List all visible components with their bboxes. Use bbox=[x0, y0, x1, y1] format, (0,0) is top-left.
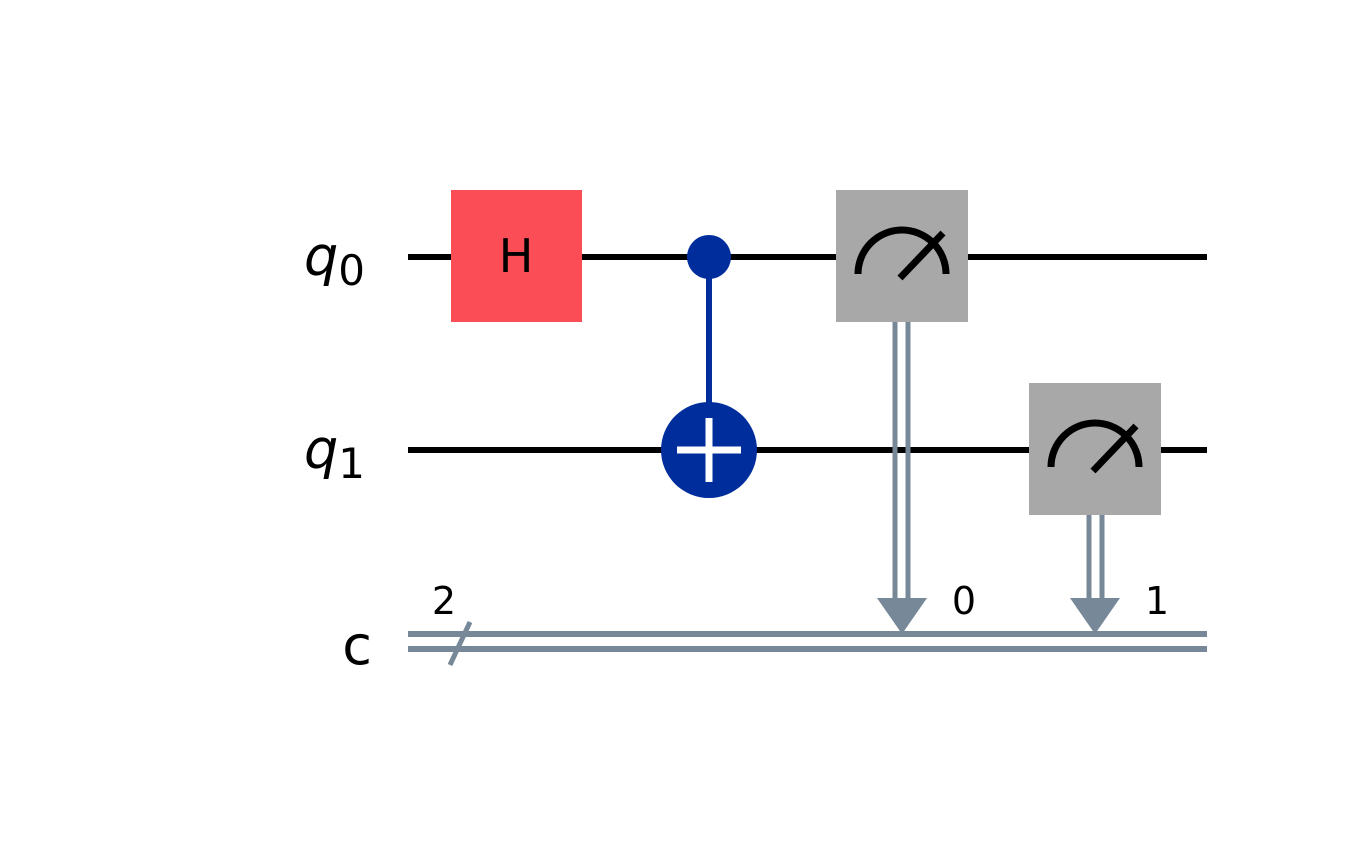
clbit-0-label: 0 bbox=[952, 579, 976, 623]
register-width-slash bbox=[447, 620, 473, 667]
meter-icon bbox=[1047, 419, 1143, 468]
svg-text:H: H bbox=[499, 229, 534, 283]
measure-gate-q1 bbox=[1029, 383, 1161, 515]
measure-gate-q0 bbox=[836, 190, 968, 322]
clbit-1-label: 1 bbox=[1145, 579, 1169, 623]
cnot-control-dot bbox=[687, 235, 731, 279]
measure-0-connector bbox=[877, 322, 927, 634]
cnot-gate bbox=[661, 235, 757, 498]
classical-register-label: c bbox=[342, 614, 372, 677]
qubit-0-label: q0 bbox=[304, 225, 365, 295]
classical-register-wire bbox=[408, 631, 1207, 652]
qubit-1-label: q1 bbox=[304, 418, 365, 488]
register-width-label: 2 bbox=[432, 579, 456, 623]
measure-1-connector bbox=[1070, 515, 1120, 634]
meter-icon bbox=[854, 226, 950, 275]
hadamard-gate: H bbox=[451, 190, 582, 322]
